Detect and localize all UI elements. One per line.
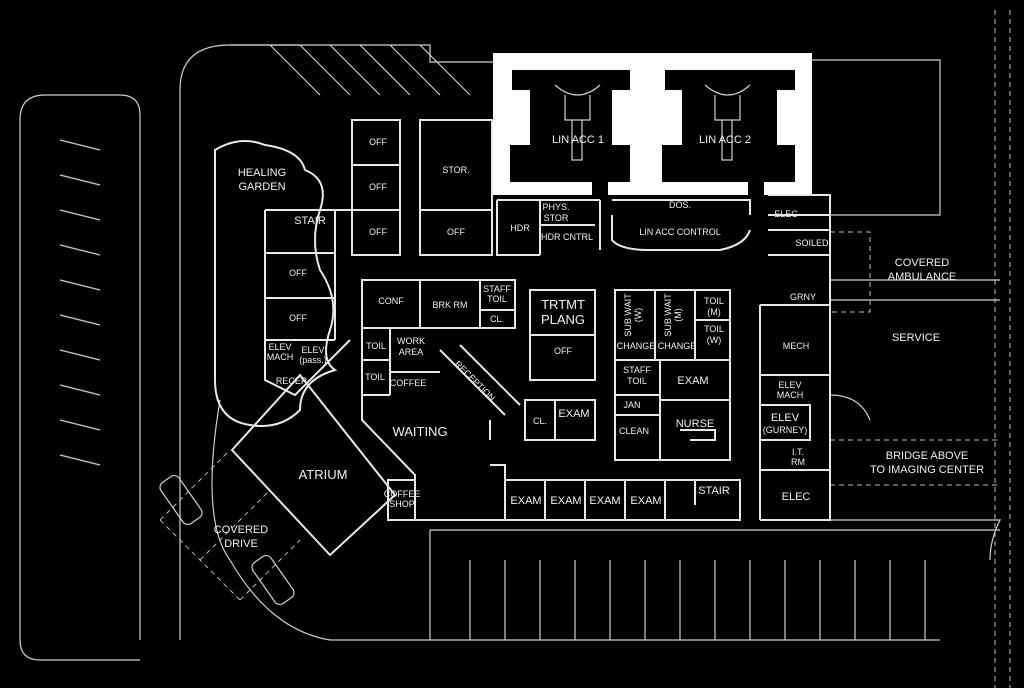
room-label: CLEAN — [619, 426, 649, 436]
room-label: EXAM — [550, 495, 581, 507]
site-lines — [19, 10, 1011, 688]
room-label: LIN ACC 2 — [699, 134, 751, 146]
room-label: WORK — [397, 336, 425, 346]
room-label: (W) — [707, 335, 722, 345]
car-icon — [159, 474, 203, 526]
room-label: (W) — [633, 308, 643, 323]
room-label: OFF — [447, 227, 465, 237]
room-label: DOS. — [669, 200, 691, 210]
covered-ambulance-label: AMBULANCE — [888, 271, 956, 283]
bridge-label: BRIDGE ABOVE — [886, 450, 969, 462]
room-label: GRNY — [790, 292, 816, 302]
room-label: (GURNEY) — [763, 425, 808, 435]
room-label: WAITING — [392, 424, 447, 439]
room-label: CL. — [533, 416, 547, 426]
room-label: ELEC — [774, 209, 798, 219]
site-labels: HEALING GARDEN COVERED DRIVE COVERED AMB… — [214, 167, 984, 550]
covered-ambulance-label: COVERED — [895, 257, 949, 269]
room-label: PHYS. — [542, 202, 569, 212]
room-label: EXAM — [677, 375, 708, 387]
room-label: STOR — [544, 213, 569, 223]
room-label: TOIL — [704, 296, 724, 306]
room-label: MACH — [267, 352, 294, 362]
room-label: STAFF — [483, 284, 511, 294]
room-label: LIN ACC 1 — [552, 134, 604, 146]
room-label: TOIL — [366, 341, 386, 351]
covered-drive-label: DRIVE — [224, 538, 258, 550]
room-label: (M) — [707, 307, 721, 317]
covered-drive-label: COVERED — [214, 524, 268, 536]
room-label: EXAM — [558, 408, 589, 420]
room-label: CONF — [378, 296, 404, 306]
room-label: ELEV — [778, 380, 801, 390]
room-label: CL. — [490, 314, 504, 324]
room-label: ATRIUM — [299, 467, 348, 482]
room-label: STAFF — [623, 365, 651, 375]
room-label: RM — [791, 457, 805, 467]
room-label: TRTMT — [541, 297, 585, 312]
room-label: PLANG — [541, 312, 585, 327]
room-label: I.T. — [792, 447, 804, 457]
healing-garden-label: GARDEN — [238, 181, 285, 193]
room-label: ELEV — [771, 412, 800, 424]
room-label: ELEC — [782, 491, 811, 503]
service-label: SERVICE — [892, 332, 940, 344]
room-label: TOIL — [487, 294, 507, 304]
room-label: OFF — [289, 313, 307, 323]
room-label: STAIR — [294, 215, 326, 227]
room-label: SHOP — [389, 499, 415, 509]
room-label: EXAM — [510, 495, 541, 507]
room-label: SUB WAIT — [623, 293, 633, 337]
room-label: RECEP. — [276, 376, 308, 386]
lin-acc-bunker — [493, 53, 812, 195]
room-label: COFFEE — [390, 378, 427, 388]
room-label: LIN ACC CONTROL — [639, 227, 721, 237]
room-label: HDR CNTRL — [541, 232, 593, 242]
room-label: TOIL — [365, 372, 385, 382]
room-label: EXAM — [630, 495, 661, 507]
healing-garden-label: HEALING — [238, 167, 286, 179]
room-label: (pass.) — [299, 355, 327, 365]
room-label: OFF — [554, 346, 572, 356]
reception-label: RECEPTION — [453, 359, 497, 403]
room-label: ELEV — [301, 345, 324, 355]
room-label: TOIL — [627, 376, 647, 386]
room-label: CHANGE — [658, 341, 697, 351]
room-label: HDR — [510, 223, 530, 233]
room-label: COFFEE — [384, 489, 421, 499]
room-label: SOILED — [795, 238, 829, 248]
room-label: OFF — [369, 182, 387, 192]
room-label: (M) — [673, 308, 683, 322]
car-icon — [251, 554, 295, 606]
room-label: BRK RM — [432, 300, 467, 310]
room-label: TOIL — [704, 324, 724, 334]
room-label: OFF — [369, 137, 387, 147]
room-label: CHANGE — [617, 341, 656, 351]
room-label: JAN — [623, 400, 640, 410]
bridge-label: TO IMAGING CENTER — [870, 464, 984, 476]
room-label: STOR. — [442, 165, 469, 175]
room-label: MACH — [777, 390, 804, 400]
room-label: AREA — [399, 347, 424, 357]
room-label: EXAM — [589, 495, 620, 507]
room-label: STAIR — [698, 485, 730, 497]
room-label: MECH — [783, 341, 810, 351]
room-label: ELEV — [268, 342, 291, 352]
room-label: NURSE — [676, 418, 715, 430]
room-label: OFF — [289, 268, 307, 278]
room-label: SUB WAIT — [663, 293, 673, 337]
room-label: OFF — [369, 227, 387, 237]
building-walls — [230, 119, 831, 557]
